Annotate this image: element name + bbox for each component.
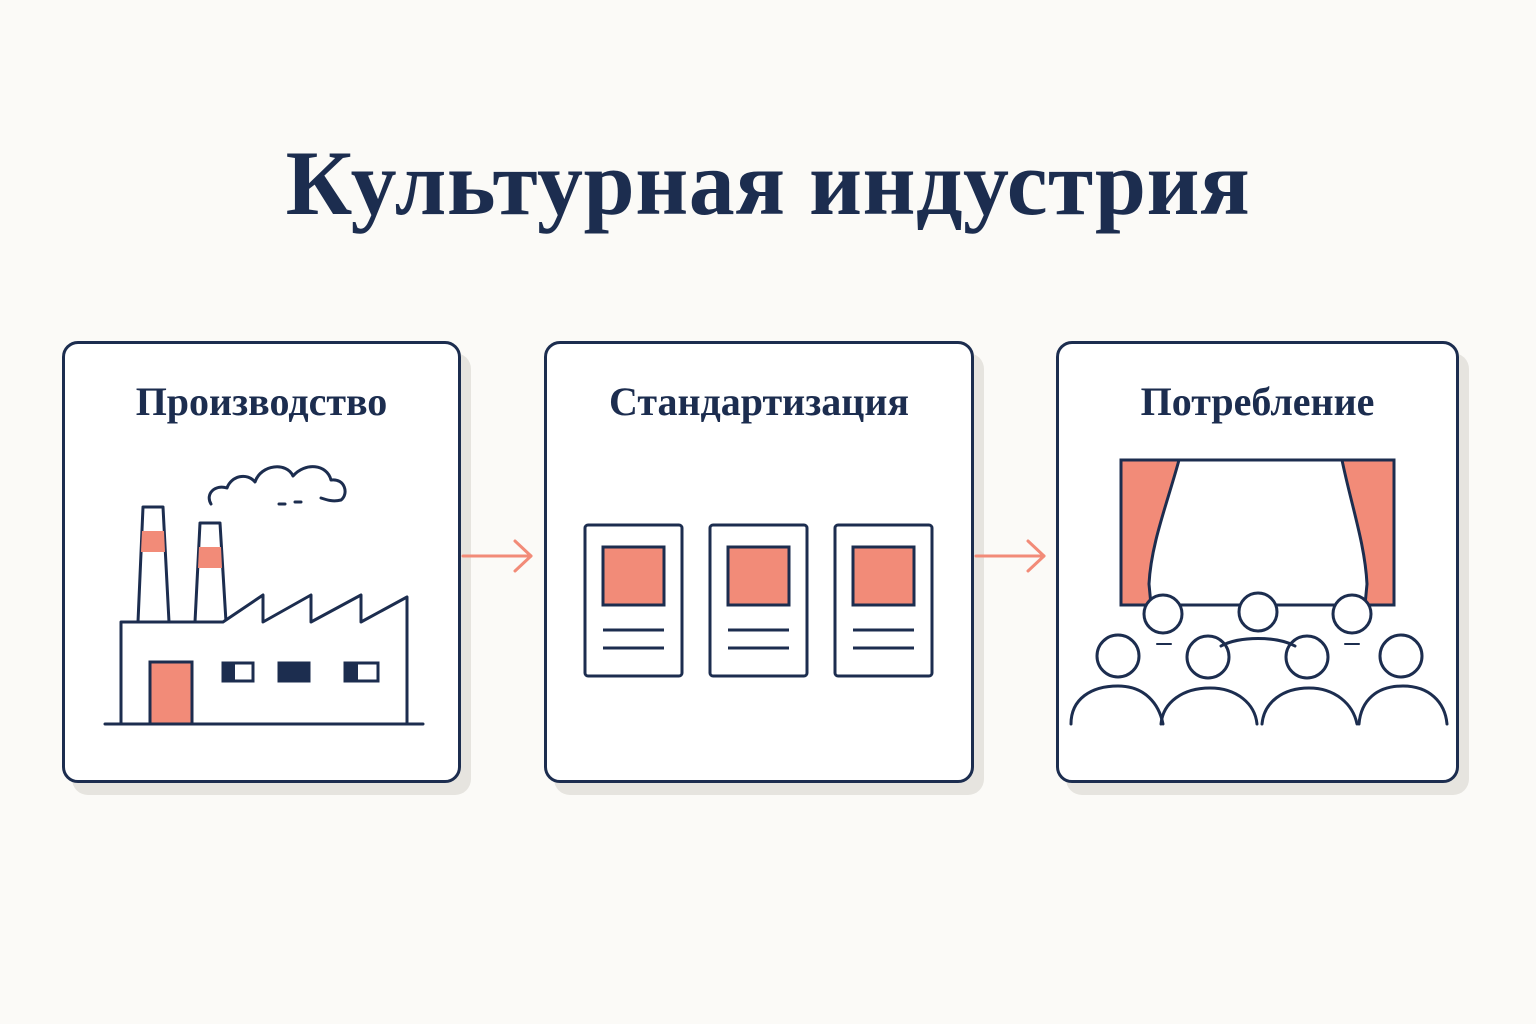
- product-card-3: [833, 523, 934, 678]
- factory-icon: [103, 465, 425, 726]
- stage-card-standardization: Стандартизация: [544, 341, 974, 783]
- standardized-products-icon: [583, 523, 934, 678]
- product-card-1: [583, 523, 684, 678]
- flow-arrow-1: [461, 539, 533, 573]
- audience-theater-icon: [1069, 458, 1449, 726]
- flow-arrow-2: [974, 539, 1046, 573]
- diagram-title: Культурная индустрия: [285, 132, 1251, 234]
- stage-card-production: Производство: [62, 341, 461, 783]
- stage-card-consumption: Потребление: [1056, 341, 1459, 783]
- stage-label-production: Производство: [135, 379, 388, 424]
- stage-label-standardization: Стандартизация: [609, 379, 909, 424]
- product-card-2: [708, 523, 809, 678]
- stage-label-consumption: Потребление: [1140, 379, 1375, 424]
